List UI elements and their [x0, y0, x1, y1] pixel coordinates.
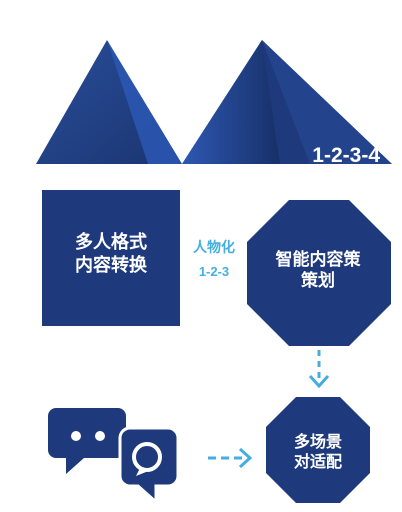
octagon-label-line-2: 策划: [301, 271, 335, 292]
small-octagon-label: 多场景 对适配: [268, 432, 368, 472]
header-shape: [36, 40, 392, 164]
octagon-label: 智能内容策 策划: [246, 250, 390, 293]
octagon-label-line-1: 智能内容策: [275, 250, 361, 270]
right-peak-shade: [182, 40, 280, 164]
right-peak-highlight: [262, 40, 392, 164]
square-label: 多人格式 内容转换: [42, 232, 180, 277]
transform-label: 人物化: [193, 240, 235, 256]
transform-sub-label: 1-2-3: [198, 264, 230, 279]
square-label-line-1: 多人格式: [75, 232, 147, 253]
scene-octagon: [266, 397, 370, 503]
chat-bubbles-icon: [48, 408, 180, 506]
sequence-title: 1-2-3-4: [312, 144, 380, 167]
content-square: [42, 190, 180, 326]
square-label-line-2: 内容转换: [75, 254, 147, 276]
small-octagon-label-line-1: 多场景: [293, 432, 342, 451]
left-peak-highlight: [107, 40, 182, 164]
strategy-octagon: [247, 200, 391, 346]
small-octagon-label-line-2: 对适配: [293, 452, 342, 471]
right-arrow: [208, 447, 253, 469]
down-arrow: [308, 350, 330, 389]
